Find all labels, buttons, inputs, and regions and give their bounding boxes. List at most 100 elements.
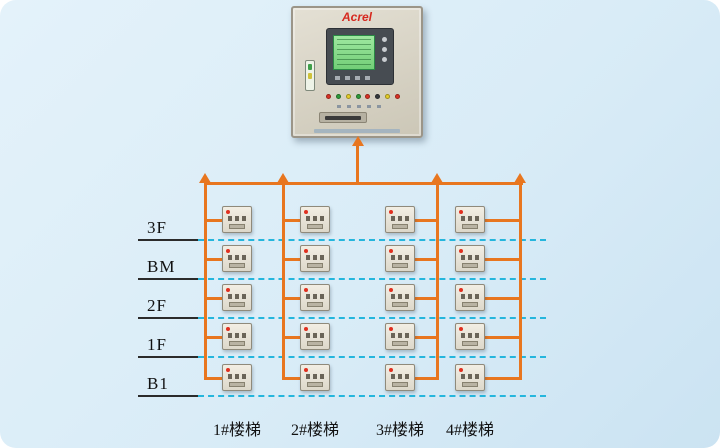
detector-device xyxy=(222,323,252,350)
floor-dashed-line xyxy=(198,356,546,358)
cabinet-footer-text xyxy=(314,129,400,133)
detector-device xyxy=(385,364,415,391)
device-drop-line xyxy=(282,336,302,339)
device-drop-line xyxy=(282,297,302,300)
device-display-slot xyxy=(307,341,323,346)
device-terminals xyxy=(228,255,246,260)
floor-dashed-line xyxy=(198,239,546,241)
alarm-led-icon xyxy=(304,288,308,292)
device-drop-line xyxy=(413,377,439,380)
alarm-led-icon xyxy=(304,327,308,331)
floor-line xyxy=(138,317,198,319)
device-display-slot xyxy=(307,263,323,268)
device-terminals xyxy=(228,294,246,299)
alarm-led-icon xyxy=(459,210,463,214)
floor-label-bm: BM xyxy=(147,257,176,276)
device-display-slot xyxy=(392,382,408,387)
detector-device xyxy=(385,284,415,311)
device-display-slot xyxy=(229,341,245,346)
alarm-led-icon xyxy=(226,327,230,331)
screen-button-icon xyxy=(382,37,387,42)
monitoring-cabinet: Acrel xyxy=(291,6,423,138)
device-drop-line xyxy=(204,219,224,222)
device-display-slot xyxy=(462,341,478,346)
device-terminals xyxy=(306,255,324,260)
device-display-slot xyxy=(392,224,408,229)
device-terminals xyxy=(391,333,409,338)
device-display-slot xyxy=(462,224,478,229)
alarm-led-icon xyxy=(389,368,393,372)
detector-device xyxy=(222,245,252,272)
detector-device xyxy=(300,323,330,350)
up-arrow-icon xyxy=(199,173,211,183)
floor-line xyxy=(138,239,198,241)
stair-label-4: 4#楼梯 xyxy=(445,422,494,439)
device-display-slot xyxy=(229,382,245,387)
alarm-led-icon xyxy=(459,249,463,253)
device-display-slot xyxy=(392,341,408,346)
alarm-led-icon xyxy=(389,249,393,253)
screen-button-icon xyxy=(382,47,387,52)
device-display-slot xyxy=(462,382,478,387)
detector-device xyxy=(300,364,330,391)
floor-label-b1: B1 xyxy=(147,374,169,393)
alarm-led-icon xyxy=(226,210,230,214)
device-display-slot xyxy=(307,382,323,387)
floor-label-2f: 2F xyxy=(147,296,167,315)
floor-line xyxy=(138,278,198,280)
device-terminals xyxy=(391,255,409,260)
device-drop-line xyxy=(413,297,439,300)
floor-dashed-line xyxy=(198,278,546,280)
detector-device xyxy=(300,245,330,272)
detector-device xyxy=(455,245,485,272)
device-terminals xyxy=(306,216,324,221)
detector-device xyxy=(385,206,415,233)
keypad-row xyxy=(335,76,370,80)
alarm-led-icon xyxy=(389,288,393,292)
device-terminals xyxy=(306,333,324,338)
device-display-slot xyxy=(229,263,245,268)
riser-line-3 xyxy=(436,182,439,380)
detector-device xyxy=(385,323,415,350)
riser-line-4 xyxy=(519,182,522,380)
cabinet-feed-line xyxy=(356,146,359,184)
lcd-display xyxy=(333,35,375,70)
lcd-text-rows xyxy=(337,39,371,66)
detector-device xyxy=(455,364,485,391)
alarm-led-icon xyxy=(304,210,308,214)
device-drop-line xyxy=(483,336,522,339)
device-display-slot xyxy=(229,224,245,229)
detector-device xyxy=(222,284,252,311)
riser-line-2 xyxy=(282,182,285,380)
device-drop-line xyxy=(282,219,302,222)
alarm-led-icon xyxy=(459,288,463,292)
floor-label-1f: 1F xyxy=(147,335,167,354)
cabinet-screen-unit xyxy=(326,28,394,85)
device-terminals xyxy=(306,374,324,379)
floor-line xyxy=(138,356,198,358)
device-drop-line xyxy=(413,258,439,261)
stair-label-3: 3#楼梯 xyxy=(375,422,424,439)
alarm-led-icon xyxy=(304,249,308,253)
device-terminals xyxy=(228,374,246,379)
device-drop-line xyxy=(413,336,439,339)
device-terminals xyxy=(461,216,479,221)
detector-device xyxy=(455,206,485,233)
detector-device xyxy=(300,206,330,233)
device-terminals xyxy=(461,374,479,379)
device-display-slot xyxy=(462,263,478,268)
device-terminals xyxy=(228,216,246,221)
device-terminals xyxy=(461,255,479,260)
indicator-lights xyxy=(365,94,400,99)
device-drop-line xyxy=(483,219,522,222)
floor-dashed-line xyxy=(198,395,546,397)
switch-row xyxy=(337,105,381,108)
device-display-slot xyxy=(392,302,408,307)
stair-label-2: 2#楼梯 xyxy=(290,422,339,439)
alarm-led-icon xyxy=(226,368,230,372)
riser-line-1 xyxy=(204,182,207,380)
detector-device xyxy=(222,364,252,391)
detector-device xyxy=(455,323,485,350)
alarm-led-icon xyxy=(389,327,393,331)
detector-device xyxy=(455,284,485,311)
